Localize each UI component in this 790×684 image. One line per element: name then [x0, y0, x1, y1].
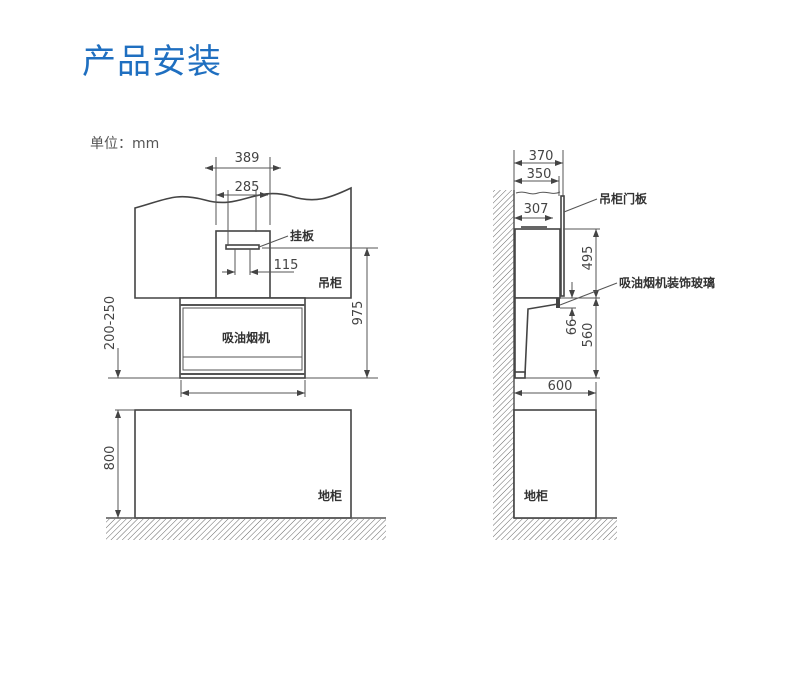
range-hood: [179, 297, 306, 379]
chimney-cover: [215, 230, 271, 299]
side-view: 370 350 307 吊柜门板 495 560 66 吸油烟机装饰玻璃: [493, 149, 715, 540]
dim-307: 307: [524, 202, 549, 217]
dim-975: 975: [351, 301, 366, 326]
base-cabinet-side: [513, 409, 597, 519]
cabinet-door-panel: [560, 195, 565, 297]
page-title: 产品安装: [82, 42, 222, 82]
range-hood-side: [514, 297, 559, 375]
dim-115: 115: [274, 258, 299, 273]
label-base-cabinet: 地柜: [318, 488, 342, 503]
label-door: 吊柜门板: [599, 191, 648, 206]
dim-285: 285: [235, 180, 260, 195]
cabinet-top-rail: [521, 226, 547, 230]
hanging-plate: [225, 244, 260, 250]
dim-389: 389: [235, 151, 260, 166]
dim-370: 370: [529, 149, 554, 164]
dim-66: 66: [565, 319, 580, 336]
front-view: 389 285 挂板 115 吊柜 975 吸油烟机: [103, 151, 386, 540]
dim-495: 495: [581, 246, 596, 271]
decorative-glass: [556, 298, 560, 308]
dim-800: 800: [103, 446, 118, 471]
floor-hatch: [106, 519, 386, 540]
dim-350: 350: [527, 167, 552, 182]
dim-560: 560: [581, 323, 596, 348]
label-upper-cabinet: 吊柜: [318, 275, 342, 290]
dim-600: 600: [548, 379, 573, 394]
dim-200-250: 200-250: [103, 296, 118, 350]
floor-hatch-side: [514, 519, 617, 540]
upper-cabinet-side: [514, 228, 561, 299]
label-base-cabinet-side: 地柜: [524, 488, 548, 503]
unit-label: 单位：mm: [90, 136, 160, 152]
wall-hatch: [493, 190, 514, 540]
label-plate: 挂板: [290, 228, 315, 243]
label-hood: 吸油烟机: [222, 330, 270, 345]
base-cabinet: [134, 409, 352, 519]
label-glass: 吸油烟机装饰玻璃: [619, 275, 715, 290]
